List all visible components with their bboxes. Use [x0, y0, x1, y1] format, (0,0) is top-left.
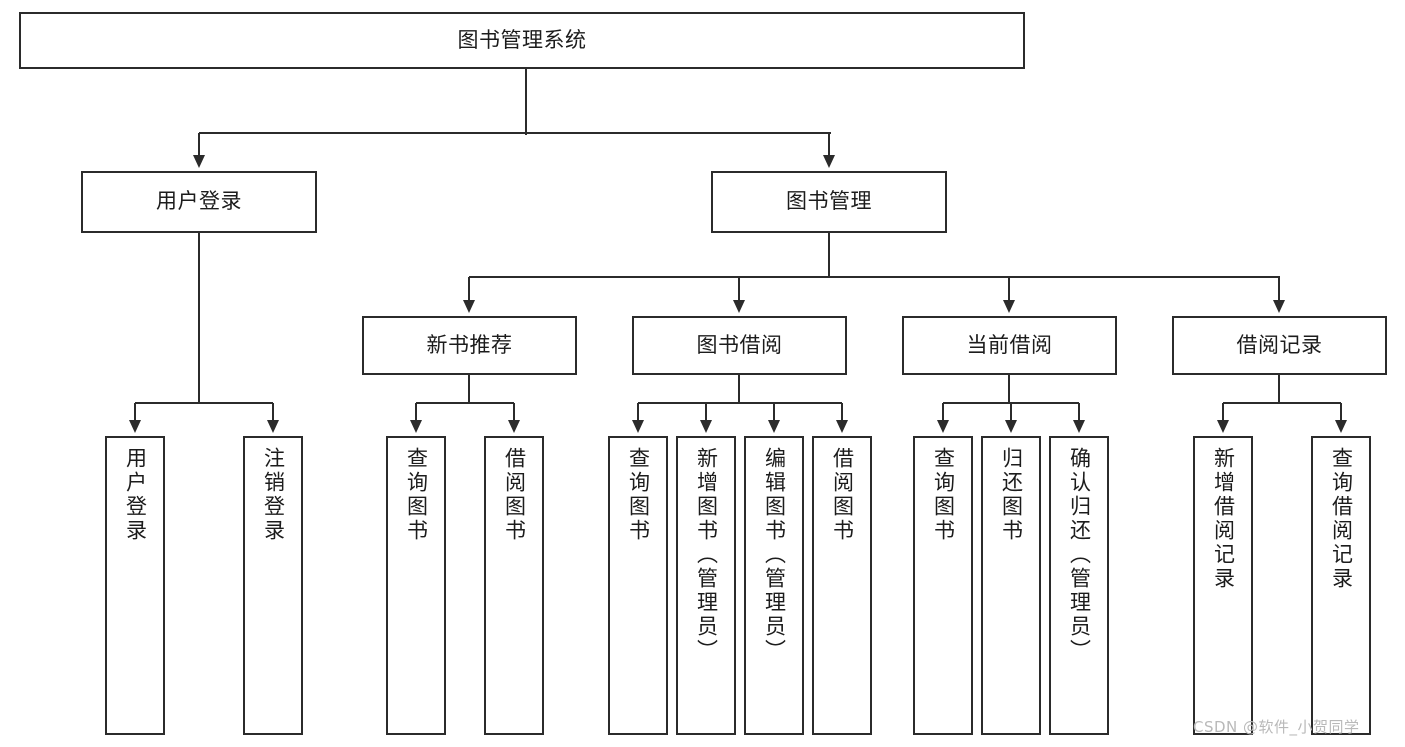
- arrowhead-icon-14: [836, 420, 848, 433]
- connector-segment-22: [705, 403, 707, 422]
- node-leaf-1-label: 用户登录: [123, 447, 148, 543]
- connector-segment-15: [468, 375, 470, 403]
- connector-segment-28: [1010, 403, 1012, 422]
- node-leaf-8[interactable]: 借阅图书: [812, 436, 872, 735]
- connector-segment-18: [513, 403, 515, 422]
- node-leaf-13-label: 查询借阅记录: [1329, 447, 1354, 591]
- arrowhead-icon-12: [700, 420, 712, 433]
- node-leaf-3[interactable]: 查询图书: [386, 436, 446, 735]
- connector-segment-31: [1223, 402, 1341, 404]
- arrowhead-icon-16: [1005, 420, 1017, 433]
- connector-segment-20: [638, 402, 842, 404]
- node-leaf-12-label: 新增借阅记录: [1211, 447, 1236, 591]
- connector-segment-29: [1078, 403, 1080, 422]
- node-leaf-5-label: 查询图书: [626, 447, 651, 543]
- connector-segment-2: [199, 132, 831, 134]
- node-leaf-5[interactable]: 查询图书: [608, 436, 668, 735]
- connector-segment-14: [1278, 277, 1280, 302]
- arrowhead-icon-5: [1003, 300, 1015, 313]
- node-submodule-4[interactable]: 借阅记录: [1172, 316, 1387, 375]
- node-leaf-13[interactable]: 查询借阅记录: [1311, 436, 1371, 735]
- node-leaf-9[interactable]: 查询图书: [913, 436, 973, 735]
- connector-segment-4: [828, 133, 830, 157]
- arrowhead-icon-19: [1335, 420, 1347, 433]
- arrowhead-icon-10: [508, 420, 520, 433]
- arrowhead-icon-17: [1073, 420, 1085, 433]
- node-leaf-11[interactable]: 确认归还（管理员）: [1049, 436, 1109, 735]
- connector-segment-32: [1222, 403, 1224, 422]
- node-root[interactable]: 图书管理系统: [19, 12, 1025, 69]
- node-leaf-10[interactable]: 归还图书: [981, 436, 1041, 735]
- arrowhead-icon-2: [823, 155, 835, 168]
- node-module-2-label: 图书管理: [786, 189, 872, 214]
- node-submodule-4-label: 借阅记录: [1236, 332, 1323, 357]
- connector-segment-23: [773, 403, 775, 422]
- connector-segment-5: [198, 233, 200, 403]
- node-leaf-4-label: 借阅图书: [502, 447, 527, 543]
- connector-segment-33: [1340, 403, 1342, 422]
- connector-segment-7: [134, 403, 136, 422]
- arrowhead-icon-7: [129, 420, 141, 433]
- node-submodule-1-label: 新书推荐: [426, 332, 513, 357]
- connector-segment-27: [942, 403, 944, 422]
- node-leaf-7[interactable]: 编辑图书（管理员）: [744, 436, 804, 735]
- node-leaf-8-label: 借阅图书: [830, 447, 855, 543]
- connector-segment-1: [525, 69, 527, 135]
- node-leaf-3-label: 查询图书: [404, 447, 429, 543]
- arrowhead-icon-9: [410, 420, 422, 433]
- arrowhead-icon-3: [463, 300, 475, 313]
- connector-segment-19: [738, 375, 740, 403]
- connector-segment-11: [468, 277, 470, 302]
- connector-segment-21: [637, 403, 639, 422]
- connector-segment-30: [1278, 375, 1280, 403]
- node-submodule-3[interactable]: 当前借阅: [902, 316, 1117, 375]
- arrowhead-icon-13: [768, 420, 780, 433]
- connector-segment-3: [198, 133, 200, 157]
- node-leaf-2[interactable]: 注销登录: [243, 436, 303, 735]
- arrowhead-icon-8: [267, 420, 279, 433]
- node-root-label: 图书管理系统: [457, 27, 587, 52]
- connector-segment-6: [135, 402, 273, 404]
- connector-segment-25: [1008, 375, 1010, 403]
- connector-segment-13: [1008, 277, 1010, 302]
- arrowhead-icon-1: [193, 155, 205, 168]
- connector-segment-9: [828, 233, 830, 277]
- arrowhead-icon-11: [632, 420, 644, 433]
- connector-segment-17: [415, 403, 417, 422]
- node-leaf-12[interactable]: 新增借阅记录: [1193, 436, 1253, 735]
- connector-segment-10: [469, 276, 1280, 278]
- node-leaf-4[interactable]: 借阅图书: [484, 436, 544, 735]
- node-leaf-6[interactable]: 新增图书（管理员）: [676, 436, 736, 735]
- node-leaf-9-label: 查询图书: [931, 447, 956, 543]
- node-module-1[interactable]: 用户登录: [81, 171, 317, 233]
- node-module-1-label: 用户登录: [156, 189, 242, 214]
- arrowhead-icon-4: [733, 300, 745, 313]
- node-submodule-2-label: 图书借阅: [696, 332, 783, 357]
- connector-segment-16: [416, 402, 514, 404]
- arrowhead-icon-6: [1273, 300, 1285, 313]
- node-leaf-1[interactable]: 用户登录: [105, 436, 165, 735]
- node-leaf-7-label: 编辑图书（管理员）: [762, 447, 787, 663]
- connector-segment-8: [272, 403, 274, 422]
- node-leaf-6-label: 新增图书（管理员）: [694, 447, 719, 663]
- node-module-2[interactable]: 图书管理: [711, 171, 947, 233]
- node-submodule-1[interactable]: 新书推荐: [362, 316, 577, 375]
- node-leaf-11-label: 确认归还（管理员）: [1067, 447, 1092, 663]
- arrowhead-icon-15: [937, 420, 949, 433]
- node-leaf-10-label: 归还图书: [999, 447, 1024, 543]
- arrowhead-icon-18: [1217, 420, 1229, 433]
- connector-segment-24: [841, 403, 843, 422]
- node-submodule-3-label: 当前借阅: [966, 332, 1053, 357]
- node-leaf-2-label: 注销登录: [261, 447, 286, 543]
- node-submodule-2[interactable]: 图书借阅: [632, 316, 847, 375]
- connector-segment-12: [738, 277, 740, 302]
